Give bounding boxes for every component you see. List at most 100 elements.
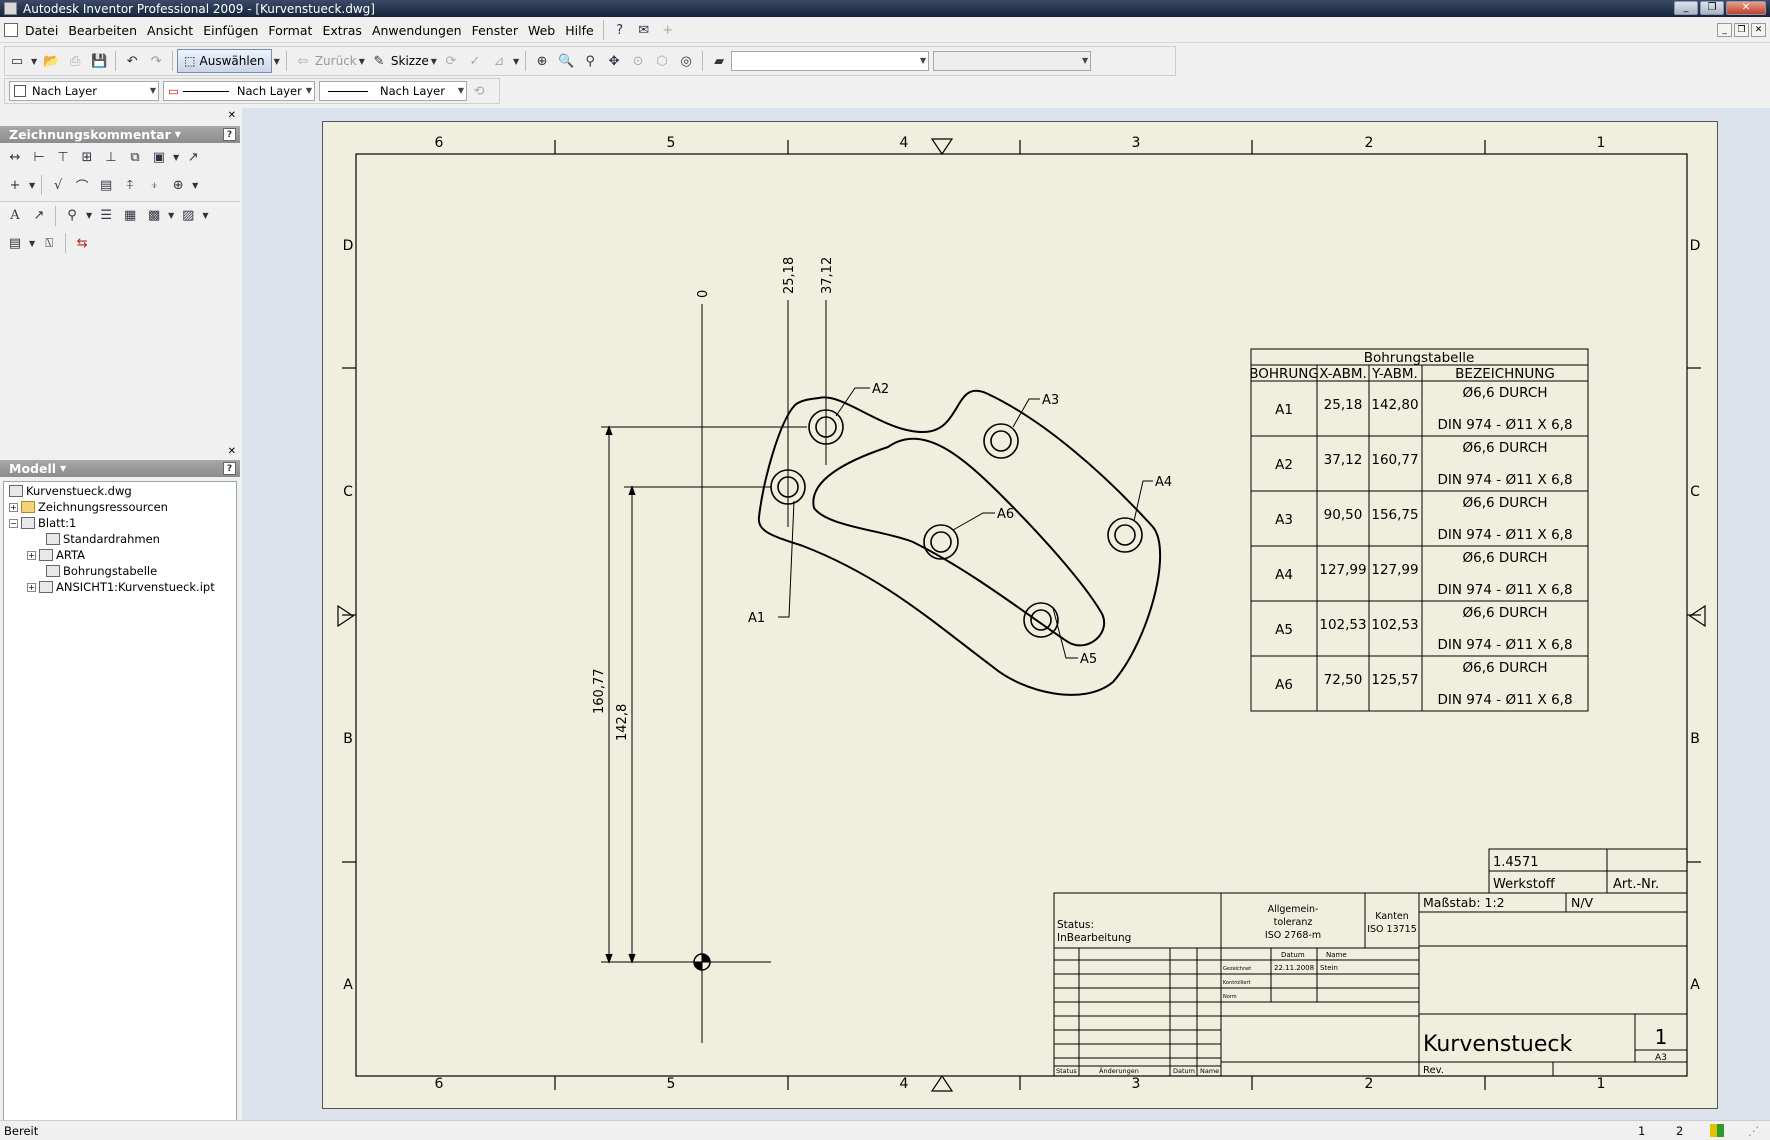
model-panel-close-icon[interactable]: ✕: [227, 446, 236, 457]
hole-a2-outer: [808, 409, 844, 445]
layer-combo[interactable]: ▼: [731, 51, 930, 71]
expand-icon[interactable]: +: [9, 502, 18, 512]
zoom-all-icon[interactable]: ⊕: [536, 53, 548, 69]
ordinate-dimension-icon[interactable]: ⊤: [57, 149, 69, 165]
hole-note-icon[interactable]: ▣: [152, 149, 166, 165]
table-icon[interactable]: ▦: [124, 208, 137, 223]
annotation-panel-header[interactable]: Zeichnungskommentar ▼ ?: [0, 126, 240, 143]
feature-control-frame-icon[interactable]: ▤: [100, 177, 113, 193]
weld-symbol-icon[interactable]: ⌒: [75, 179, 89, 195]
leader-text-icon[interactable]: ↗: [187, 149, 199, 165]
zone-row-a-left: A: [343, 977, 353, 993]
sketch-icon[interactable]: ✎: [373, 53, 385, 69]
orbit-icon[interactable]: ◎: [680, 53, 692, 69]
tree-node-sheet[interactable]: − Blatt:1: [9, 515, 76, 531]
layer-combo-3[interactable]: Nach Layer▼: [319, 81, 467, 101]
plus-icon[interactable]: +: [662, 22, 674, 38]
menu-ansicht[interactable]: Ansicht: [147, 22, 194, 38]
tree-node-arta[interactable]: +ARTA: [27, 547, 85, 563]
menu-anwendungen[interactable]: Anwendungen: [371, 22, 462, 38]
tree-node-drawing[interactable]: Kurvenstueck.dwg: [9, 483, 132, 499]
pan-icon[interactable]: ✥: [608, 53, 620, 69]
menu-extras[interactable]: Extras: [322, 22, 362, 38]
undo-icon[interactable]: ↶: [126, 53, 138, 69]
menu-web[interactable]: Web: [527, 22, 556, 38]
menu-hilfe[interactable]: Hilfe: [565, 22, 594, 38]
chain-dimension-icon[interactable]: ⊞: [81, 149, 93, 165]
layers-icon[interactable]: ▰: [714, 53, 725, 69]
hole-table[interactable]: [1250, 348, 1589, 712]
new-icon[interactable]: ▭: [10, 53, 24, 69]
measure-icon[interactable]: ⊿: [493, 53, 505, 69]
ordinate-set-icon[interactable]: ⊥: [105, 149, 117, 165]
parts-list-icon[interactable]: ☰: [100, 208, 112, 223]
annotation-help-icon[interactable]: ?: [223, 128, 236, 141]
general-table-icon[interactable]: ▤: [8, 235, 22, 251]
collapse-icon[interactable]: −: [9, 518, 18, 528]
zoom-window-icon[interactable]: 🔍: [558, 53, 575, 69]
open-icon[interactable]: 📂: [43, 53, 60, 69]
back-icon[interactable]: ⇦: [297, 53, 309, 69]
style-combo[interactable]: ▼: [933, 51, 1092, 71]
save-icon[interactable]: 💾: [91, 53, 108, 69]
update-icon[interactable]: ⟳: [445, 53, 457, 69]
child-close-button[interactable]: ✕: [1751, 23, 1766, 37]
retrieve-dimensions-icon[interactable]: ⧉: [130, 149, 140, 165]
zoom-select-icon[interactable]: ⊙: [632, 53, 644, 69]
menu-datei[interactable]: Datei: [25, 22, 59, 38]
datum-identifier-icon[interactable]: ⍏: [126, 177, 135, 193]
menu-bearbeiten[interactable]: Bearbeiten: [68, 22, 138, 38]
surface-texture-icon[interactable]: √: [54, 177, 63, 193]
hole-table-icon[interactable]: ⊕: [172, 177, 184, 193]
select-button[interactable]: ⬚ Auswählen: [177, 49, 272, 73]
general-dimension-icon[interactable]: ↔: [9, 149, 21, 165]
minimize-button[interactable]: _: [1674, 1, 1698, 15]
zoom-icon[interactable]: ⚲: [585, 53, 595, 69]
redo-icon[interactable]: ↷: [150, 53, 162, 69]
expand-icon[interactable]: +: [27, 550, 36, 560]
help-icon[interactable]: ?: [616, 22, 624, 38]
refresh-icon[interactable]: ⟲: [473, 83, 485, 99]
tree-label: Blatt:1: [38, 516, 77, 530]
revision-table-icon[interactable]: ▩: [148, 208, 161, 223]
datum-target-icon[interactable]: ⍖: [150, 177, 159, 193]
text-icon[interactable]: A: [10, 208, 20, 223]
leader-note-icon[interactable]: ↗: [33, 208, 45, 223]
layer-combo-2[interactable]: ▭ Nach Layer▼: [163, 81, 315, 101]
print-icon[interactable]: ⎙: [69, 53, 81, 69]
resize-grip-icon[interactable]: ⋰: [1748, 1124, 1760, 1138]
sketch-label[interactable]: Skizze: [390, 54, 429, 68]
sheet-icon: [21, 517, 35, 529]
app-icon: [4, 2, 17, 15]
whats-new-icon[interactable]: ✉: [638, 22, 650, 38]
menu-fenster[interactable]: Fenster: [471, 22, 518, 38]
hatch-icon[interactable]: ▨: [182, 208, 195, 223]
symbol-icon[interactable]: ⍂: [45, 235, 54, 251]
child-restore-button[interactable]: ❐: [1734, 23, 1749, 37]
tree-node-resources[interactable]: +Zeichnungsressourcen: [9, 499, 168, 515]
drawing-sheet[interactable]: 6 5 4 3 2 1 6 5 4 3 2 1 D C B A D C B A …: [322, 121, 1718, 1109]
annotation-panel-close-icon[interactable]: ✕: [227, 110, 236, 121]
maximize-button[interactable]: ❐: [1700, 1, 1724, 15]
export-icon[interactable]: ⇆: [76, 235, 88, 251]
baseline-dimension-icon[interactable]: ⊢: [33, 149, 45, 165]
model-panel-header[interactable]: Modell ▼ ?: [0, 460, 240, 477]
center-mark-icon[interactable]: +: [9, 177, 21, 193]
document-icon[interactable]: [4, 23, 18, 37]
menu-format[interactable]: Format: [268, 22, 313, 38]
check-icon[interactable]: ✓: [469, 53, 481, 69]
tree-node-hole-table[interactable]: Bohrungstabelle: [46, 563, 157, 579]
tree-node-view[interactable]: +ANSICHT1:Kurvenstueck.ipt: [27, 579, 215, 595]
menu-einfuegen[interactable]: Einfügen: [203, 22, 259, 38]
expand-icon[interactable]: +: [27, 582, 36, 592]
annotation-row-1: ↔ ⊢ ⊤ ⊞ ⊥ ⧉ ▣▼ ↗: [0, 143, 240, 171]
select-dropdown-icon[interactable]: ▼: [273, 56, 280, 66]
close-button[interactable]: ✕: [1726, 1, 1766, 15]
back-label[interactable]: Zurück: [314, 54, 357, 68]
model-help-icon[interactable]: ?: [223, 462, 236, 475]
child-minimize-button[interactable]: _: [1717, 23, 1732, 37]
layer-combo-1[interactable]: Nach Layer▼: [9, 81, 159, 101]
tree-node-border[interactable]: Standardrahmen: [46, 531, 160, 547]
balloon-icon[interactable]: ⚲: [67, 208, 77, 223]
view-cube-icon[interactable]: ⬡: [656, 53, 668, 69]
